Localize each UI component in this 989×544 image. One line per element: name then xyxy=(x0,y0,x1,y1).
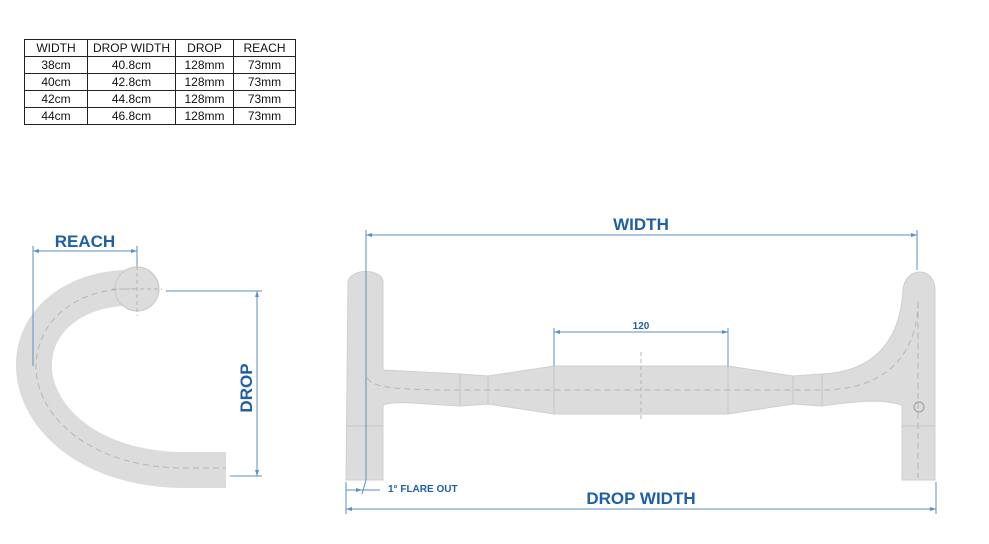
cell-drop-width: 44.8cm xyxy=(87,90,176,108)
cable-port-circle xyxy=(913,401,925,413)
center-arrow-left xyxy=(554,330,560,334)
flare-arrow xyxy=(356,488,362,492)
reach-arrow-right xyxy=(131,249,137,253)
width-label: WIDTH xyxy=(613,215,669,234)
center-arrow-right xyxy=(722,330,728,334)
table-header-row: WIDTH DROP WIDTH DROP REACH xyxy=(24,39,296,57)
cell-reach: 73mm xyxy=(233,90,296,108)
spec-table: WIDTH DROP WIDTH DROP REACH 38cm 40.8cm … xyxy=(24,39,296,125)
reach-arrow-left xyxy=(33,249,39,253)
side-bar-shape xyxy=(16,269,226,488)
cell-width: 42cm xyxy=(24,90,88,108)
center-width-label: 120 xyxy=(633,321,650,332)
table-row: 44cm 46.8cm 128mm 73mm xyxy=(24,107,296,125)
table-row: 42cm 44.8cm 128mm 73mm xyxy=(24,90,296,108)
flare-label: 1° FLARE OUT xyxy=(388,484,458,495)
cell-drop-width: 46.8cm xyxy=(87,107,176,125)
drop-label: DROP xyxy=(237,363,256,412)
drop-width-label: DROP WIDTH xyxy=(586,489,695,508)
drop-arrow-bottom xyxy=(255,470,259,476)
flare-angle-line xyxy=(361,479,367,495)
cell-drop: 128mm xyxy=(175,107,234,125)
table-row: 40cm 42.8cm 128mm 73mm xyxy=(24,73,296,91)
width-arrow-left xyxy=(366,233,372,237)
drop-width-arrow-left xyxy=(346,507,352,511)
side-centerline xyxy=(35,288,226,469)
reach-label: REACH xyxy=(55,232,115,251)
side-view: REACH DROP xyxy=(16,232,262,488)
cell-width: 38cm xyxy=(24,56,88,74)
width-arrow-right xyxy=(911,233,917,237)
cell-reach: 73mm xyxy=(233,107,296,125)
cell-width: 44cm xyxy=(24,107,88,125)
drop-width-arrow-right xyxy=(930,507,936,511)
drop-arrow-top xyxy=(255,291,259,297)
front-view: WIDTH 120 1° FLARE OUT DROP WIDTH xyxy=(345,215,937,514)
front-centerline xyxy=(365,288,919,478)
cell-drop-width: 42.8cm xyxy=(87,73,176,91)
